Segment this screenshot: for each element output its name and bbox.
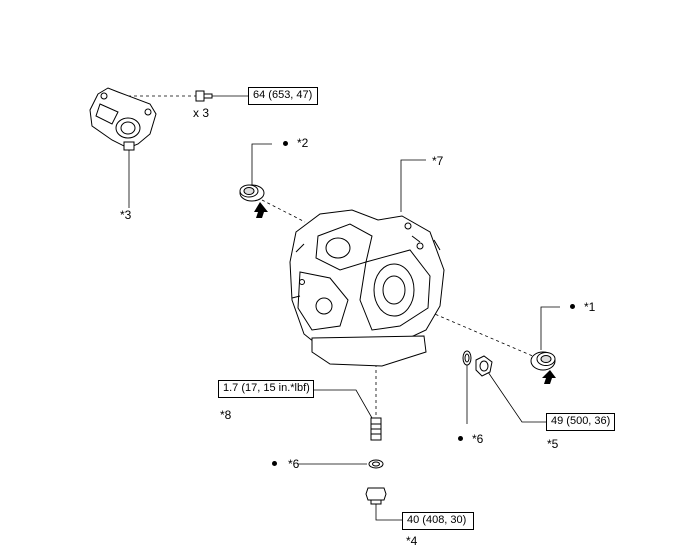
callout-3: *3: [120, 208, 132, 222]
leader-lines: [128, 95, 560, 521]
gasket-icon: [462, 350, 472, 366]
non-reusable-mark: [458, 436, 463, 441]
install-direction-arrow-icon: [254, 202, 268, 218]
stud-bolt-icon: [370, 417, 382, 441]
non-reusable-mark: [272, 461, 277, 466]
transaxle-assembly-icon: [289, 209, 445, 367]
torque-box-oil-plug: 49 (500, 36): [546, 413, 615, 431]
non-reusable-mark: [283, 141, 288, 146]
oil-seal-icon: [239, 184, 265, 202]
callout-1: *1: [584, 300, 596, 314]
cover-icon: [89, 87, 157, 151]
torque-box-stud: 1.7 (17, 15 in.*lbf): [218, 380, 314, 398]
torque-box-drain-plug: 40 (408, 30): [402, 512, 474, 530]
quantity-label: x 3: [193, 106, 210, 120]
drain-plug-icon: [365, 487, 387, 505]
callout-8: *8: [220, 408, 232, 422]
torque-box-cover-bolt: 64 (653, 47): [248, 87, 318, 105]
callout-7: *7: [432, 154, 444, 168]
drain-plug-icon: [475, 355, 493, 377]
callout-6-bottom: *6: [288, 457, 300, 471]
bolt-icon: [195, 90, 213, 102]
callout-2: *2: [297, 136, 309, 150]
oil-seal-icon: [530, 351, 556, 371]
callout-4: *4: [406, 534, 418, 548]
install-direction-arrow-icon: [542, 370, 556, 384]
non-reusable-mark: [570, 304, 575, 309]
callout-6-right: *6: [472, 432, 484, 446]
gasket-icon: [368, 459, 384, 469]
callout-5: *5: [547, 437, 559, 451]
